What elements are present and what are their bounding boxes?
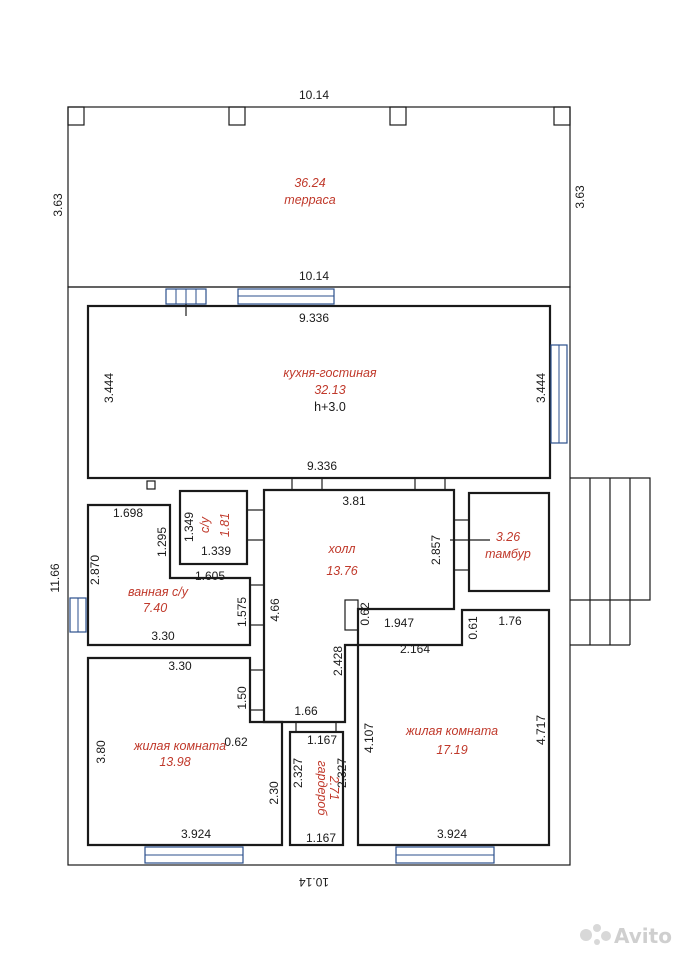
door-bedroom-left [249, 669, 265, 711]
bedroom-left-dim-right-bottom: 2.30 [267, 781, 281, 805]
bathroom-walls [86, 503, 252, 647]
window-bathroom [69, 597, 87, 633]
window-bedroom-left [144, 846, 244, 864]
bedroom-left-dim-step: 0.62 [224, 735, 248, 749]
bathroom-dim-mid-v: 1.295 [155, 527, 169, 557]
bedroom-left-walls [86, 656, 284, 847]
vestibule-area: 3.26 [496, 530, 520, 544]
bathroom-area: 7.40 [143, 601, 167, 615]
terrace-post-2 [228, 106, 246, 126]
wardrobe-area: 2.71 [327, 775, 341, 800]
bedroom-right-walls [356, 608, 551, 847]
hall-name: холл [328, 542, 356, 556]
hall-dim-notch-v: 0.62 [358, 602, 372, 626]
terrace-name: терраса [284, 193, 335, 207]
bathroom-name: ванная с/у [128, 585, 189, 599]
terrace-width-top: 10.14 [299, 88, 329, 102]
kitchen-width-top: 9.336 [299, 311, 329, 325]
hall-dim-top: 3.81 [342, 494, 366, 508]
bedroom-right-dim-top: 2.164 [400, 642, 430, 656]
bedroom-right-name: жилая комната [405, 724, 498, 738]
terrace-post-1 [67, 106, 85, 126]
kitchen-depth-right: 3.444 [534, 373, 548, 403]
terrace-area: 36.24 [294, 176, 325, 190]
hall-dim-bottom: 1.66 [294, 704, 318, 718]
hall-dim-right: 2.857 [429, 535, 443, 565]
hall-dim-inner-v: 2.428 [331, 646, 345, 676]
wardrobe-name: гардероб [315, 761, 329, 817]
kitchen-name: кухня-гостиная [283, 366, 377, 380]
terrace-post-4 [553, 106, 571, 126]
window-kitchen-2 [237, 288, 335, 305]
wardrobe-dim-top: 1.167 [307, 733, 337, 747]
bathroom-dim-top: 1.698 [113, 506, 143, 520]
bedroom-left-area: 13.98 [159, 755, 190, 769]
terrace-depth-right: 3.63 [573, 185, 587, 209]
bedroom-right-dim-left: 4.107 [362, 723, 376, 753]
bathroom-dim-bottom: 3.30 [151, 629, 175, 643]
window-bedroom-right [395, 846, 495, 864]
bedroom-left-dim-right-top: 1.50 [235, 686, 249, 710]
hall-dim-notch-h: 1.947 [384, 616, 414, 630]
window-kitchen-1 [165, 288, 207, 316]
house-depth-left: 11.66 [48, 563, 62, 592]
door-wc [246, 509, 265, 541]
vestibule-dim-right-v: 0.61 [466, 616, 480, 640]
kitchen-area: 32.13 [314, 383, 345, 397]
bathroom-dim-mid-h: 1.605 [195, 569, 225, 583]
window-kitchen-side [550, 344, 568, 444]
terrace-post-3 [389, 106, 407, 126]
bedroom-right-area: 17.19 [436, 743, 467, 757]
watermark-logo: Avito [580, 924, 672, 948]
door-bathroom [249, 584, 265, 626]
bathroom-dim-right: 1.575 [235, 597, 249, 627]
kitchen-height: h+3.0 [314, 400, 346, 414]
bedroom-right-dim-bottom: 3.924 [437, 827, 467, 841]
hall-dim-left: 4.66 [268, 598, 282, 622]
wardrobe-dim-left: 2.327 [291, 758, 305, 788]
wardrobe-dim-right: 2.327 [335, 758, 349, 788]
terrace-depth-left: 3.63 [51, 193, 65, 217]
bedroom-left-dim-left: 3.80 [94, 740, 108, 764]
house-boundary [67, 286, 571, 866]
terrace-width-bottom: 10.14 [299, 269, 329, 283]
door-wardrobe [295, 721, 337, 733]
door-bedroom-right [344, 599, 359, 631]
wardrobe-dim-bottom: 1.167 [306, 831, 336, 845]
wc-dim-2: 1.339 [201, 544, 231, 558]
wc-dim-1: 1.349 [182, 512, 196, 542]
watermark-text: Avito [614, 924, 672, 948]
bedroom-right-dim-right: 4.717 [534, 715, 548, 745]
house-width-bottom: 10.14 [299, 875, 329, 889]
hall-area: 13.76 [326, 564, 357, 578]
bedroom-left-name: жилая комната [133, 739, 226, 753]
wc-area: 1.81 [218, 513, 232, 537]
bedroom-left-dim-top: 3.30 [168, 659, 192, 673]
wc-name: с/у [198, 516, 212, 533]
kitchen-width-bottom: 9.336 [307, 459, 337, 473]
entrance-steps [570, 477, 651, 646]
opening-hall-2 [414, 477, 446, 491]
column-marker [146, 480, 156, 490]
bathroom-dim-left: 2.870 [88, 555, 102, 585]
vestibule-name: тамбур [485, 547, 531, 561]
vestibule-dim-right-h: 1.76 [498, 614, 522, 628]
opening-hall-1 [291, 477, 323, 491]
bedroom-left-dim-bottom: 3.924 [181, 827, 211, 841]
door-vestibule [453, 519, 470, 571]
kitchen-depth-left: 3.444 [102, 373, 116, 403]
